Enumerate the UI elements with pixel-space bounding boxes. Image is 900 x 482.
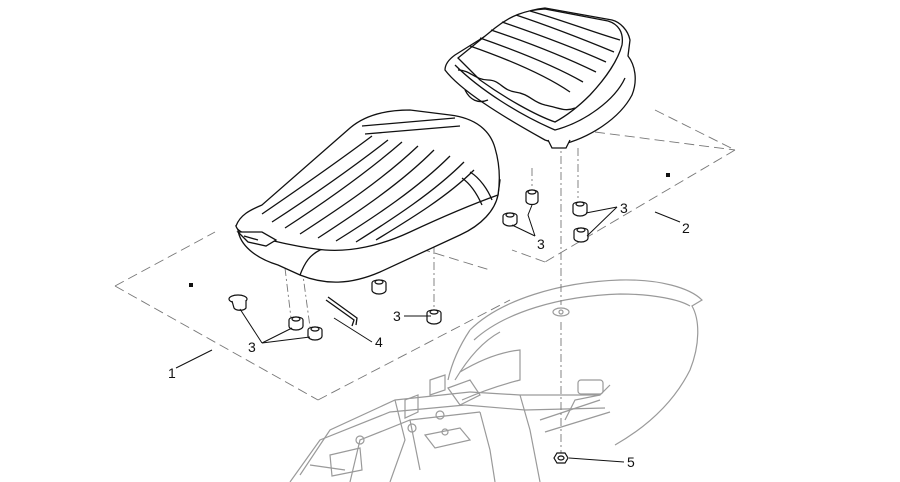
front-seat — [235, 109, 501, 283]
bumper-left-b — [307, 326, 323, 341]
bumper-left-a — [288, 316, 304, 331]
callout-3-small: 3 — [537, 236, 545, 252]
callout-3-left: 3 — [248, 339, 256, 355]
bumper-small-a — [525, 189, 539, 206]
callout-labels: 1 2 3 3 3 3 4 5 — [168, 200, 690, 470]
allen-key — [325, 296, 358, 327]
phantom-box-rear-seat — [511, 109, 736, 263]
callout-1: 1 — [168, 365, 176, 381]
bumper-right-b — [573, 227, 589, 243]
fender-and-frame-outline — [289, 279, 703, 482]
bumper-small-b — [502, 212, 518, 227]
leader-lines — [175, 204, 681, 463]
rear-seat — [444, 7, 636, 149]
bumper-right-a — [572, 201, 588, 217]
callout-5: 5 — [627, 454, 635, 470]
nut — [553, 452, 569, 464]
bumper-front-bolt — [228, 294, 248, 311]
callout-4: 4 — [375, 334, 383, 350]
callout-3-right: 3 — [620, 200, 628, 216]
phantom-box-front-seat — [114, 217, 511, 401]
bumper-mid-a — [371, 279, 387, 295]
callout-3-mid: 3 — [393, 308, 401, 324]
bumper-mid-b — [426, 309, 442, 325]
callout-2: 2 — [682, 220, 690, 236]
rubber-bumpers — [228, 189, 589, 341]
reference-dots — [189, 173, 670, 287]
